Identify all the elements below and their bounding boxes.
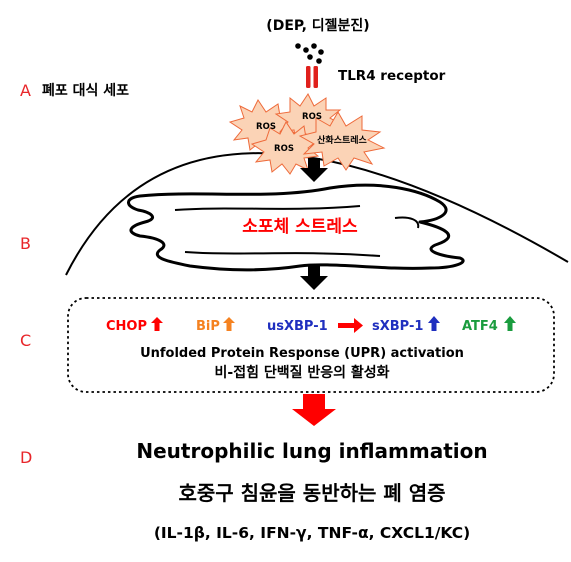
conversion-arrow-icon (338, 318, 363, 333)
particle-icon (318, 49, 324, 55)
upr-activation-ko: 비-접힘 단백질 반응의 활성화 (215, 364, 390, 381)
oxidative-stress-label: 산화스트레스 (317, 134, 367, 146)
section-letter-d: D (20, 448, 32, 467)
section-letter-c: C (20, 331, 31, 350)
cytokine-list: (IL-1β, IL-6, IFN-γ, TNF-α, CXCL1/KC) (154, 524, 470, 542)
particle-icon (303, 47, 309, 53)
sxbp1-up-arrow-icon (428, 316, 440, 331)
alveolar-macrophage-label: 폐포 대식 세포 (42, 83, 129, 99)
down-arrow-icon (300, 158, 328, 182)
tlr4-receptor-label: TLR4 receptor (338, 68, 446, 84)
outcome-title-en: Neutrophilic lung inflammation (136, 439, 487, 463)
chop-up-arrow-icon (151, 317, 163, 331)
usxbp1-label: usXBP-1 (267, 319, 328, 334)
er-stress-label: 소포체 스트레스 (242, 217, 358, 237)
endoplasmic-reticulum-icon (127, 183, 465, 272)
ros-burst-cluster (228, 93, 386, 175)
red-down-arrow-icon (292, 394, 336, 426)
tlr4-receptor-icon (306, 66, 318, 88)
section-letter-a: A (20, 81, 31, 100)
ros-burst-icon (298, 110, 386, 171)
atf4-label: ATF4 (462, 319, 498, 334)
upr-activation-en: Unfolded Protein Response (UPR) activati… (140, 346, 464, 361)
down-arrow-icon (300, 266, 328, 290)
upr-dotted-box (67, 297, 555, 393)
section-letter-b: B (20, 234, 31, 253)
sxbp1-label: sXBP-1 (372, 319, 423, 334)
outcome-title-ko: 호중구 침윤을 동반하는 폐 염증 (178, 481, 445, 505)
particle-icon (316, 58, 322, 64)
ros-label: ROS (274, 144, 294, 154)
particle-icon (311, 43, 317, 49)
dep-particles (295, 43, 324, 64)
cell-membrane-arc (65, 152, 569, 276)
chop-label: CHOP (106, 319, 147, 334)
ros-label: ROS (256, 122, 276, 132)
atf4-up-arrow-icon (504, 316, 516, 331)
bip-up-arrow-icon (223, 317, 235, 331)
particle-icon (295, 43, 301, 49)
ros-label: ROS (302, 112, 322, 122)
particle-icon (307, 54, 313, 60)
dep-label: (DEP, 디젤분진) (266, 17, 369, 34)
bip-label: BiP (196, 319, 220, 334)
